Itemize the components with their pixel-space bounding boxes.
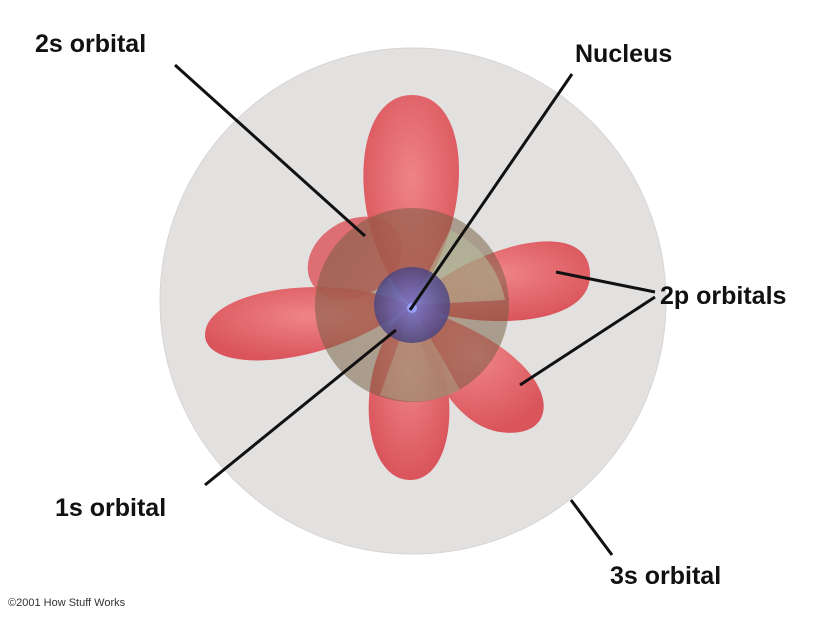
- label-3s-orbital: 3s orbital: [610, 562, 722, 590]
- leader-line-3s: [569, 499, 614, 556]
- leader-line-2s: [173, 63, 367, 238]
- label-1s-orbital: 1s orbital: [55, 494, 167, 522]
- label-2s-orbital: 2s orbital: [35, 30, 147, 58]
- label-nucleus: Nucleus: [575, 40, 673, 68]
- leader-line-2p-upper: [555, 270, 656, 294]
- copyright-notice: ©2001 How Stuff Works: [8, 597, 126, 609]
- label-2p-orbitals: 2p orbitals: [660, 282, 787, 310]
- leader-line-2p-lower: [519, 295, 656, 387]
- leader-line-1s: [204, 328, 397, 487]
- leader-line-nucleus: [408, 73, 574, 311]
